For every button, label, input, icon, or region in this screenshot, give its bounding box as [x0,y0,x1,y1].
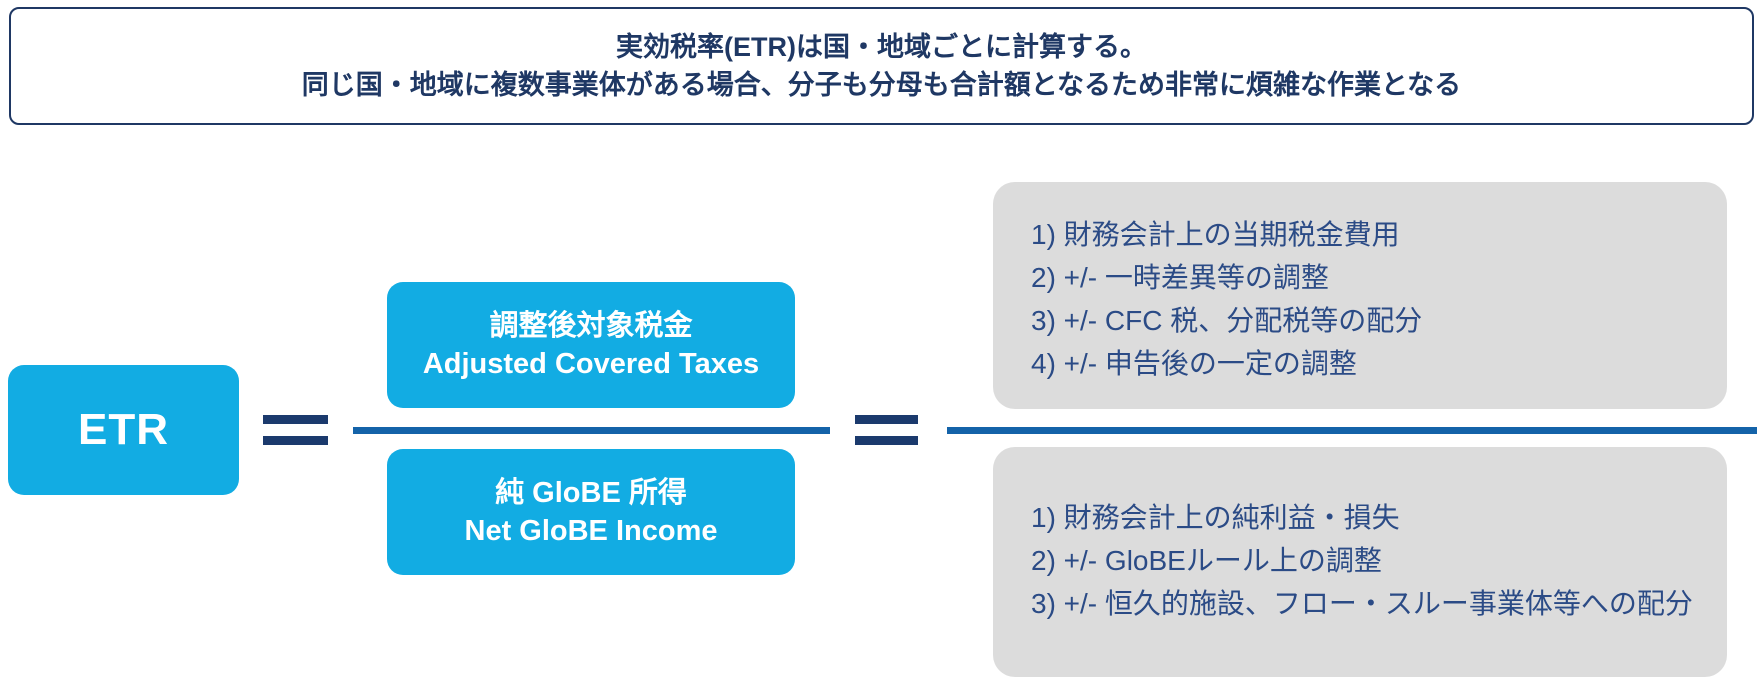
numerator-box: 調整後対象税金 Adjusted Covered Taxes [387,282,795,408]
list-item: 1) 財務会計上の純利益・損失 [1031,502,1400,533]
etr-box: ETR [8,365,239,495]
denominator-box: 純 GloBE 所得 Net GloBE Income [387,449,795,575]
denominator-label-jp: 純 GloBE 所得 [495,477,687,509]
header-line1: 実効税率(ETR)は国・地域ごとに計算する。 [616,32,1147,62]
list-item: 4) +/- 申告後の一定の調整 [1031,348,1357,379]
equals-sign-right [855,415,918,445]
fraction-line-left [353,427,830,434]
numerator-label-en: Adjusted Covered Taxes [422,348,760,380]
equals-bar-bottom [263,436,328,445]
equals-sign-left [263,415,328,445]
equals-bar-bottom [855,436,918,445]
list-item: 2) +/- 一時差異等の調整 [1031,262,1329,293]
list-item: 1) 財務会計上の当期税金費用 [1031,219,1400,250]
fraction-line-right [947,427,1757,434]
globe-income-details-box: 1) 財務会計上の純利益・損失 2) +/- GloBEルール上の調整 3) +… [993,447,1727,677]
denominator-label-en: Net GloBE Income [464,515,718,547]
header-line2: 同じ国・地域に複数事業体がある場合、分子も分母も合計額となるため非常に煩雑な作業… [301,70,1462,100]
header-note-box: 実効税率(ETR)は国・地域ごとに計算する。 同じ国・地域に複数事業体がある場合… [9,7,1754,125]
list-item: 3) +/- CFC 税、分配税等の配分 [1031,305,1423,336]
covered-taxes-details-box: 1) 財務会計上の当期税金費用 2) +/- 一時差異等の調整 3) +/- C… [993,182,1727,409]
etr-label: ETR [78,405,169,454]
equals-bar-top [263,415,328,424]
numerator-label-jp: 調整後対象税金 [489,310,693,342]
equals-bar-top [855,415,918,424]
list-item: 3) +/- 恒久的施設、フロー・スルー事業体等への配分 [1031,588,1693,619]
list-item: 2) +/- GloBEルール上の調整 [1031,545,1382,576]
